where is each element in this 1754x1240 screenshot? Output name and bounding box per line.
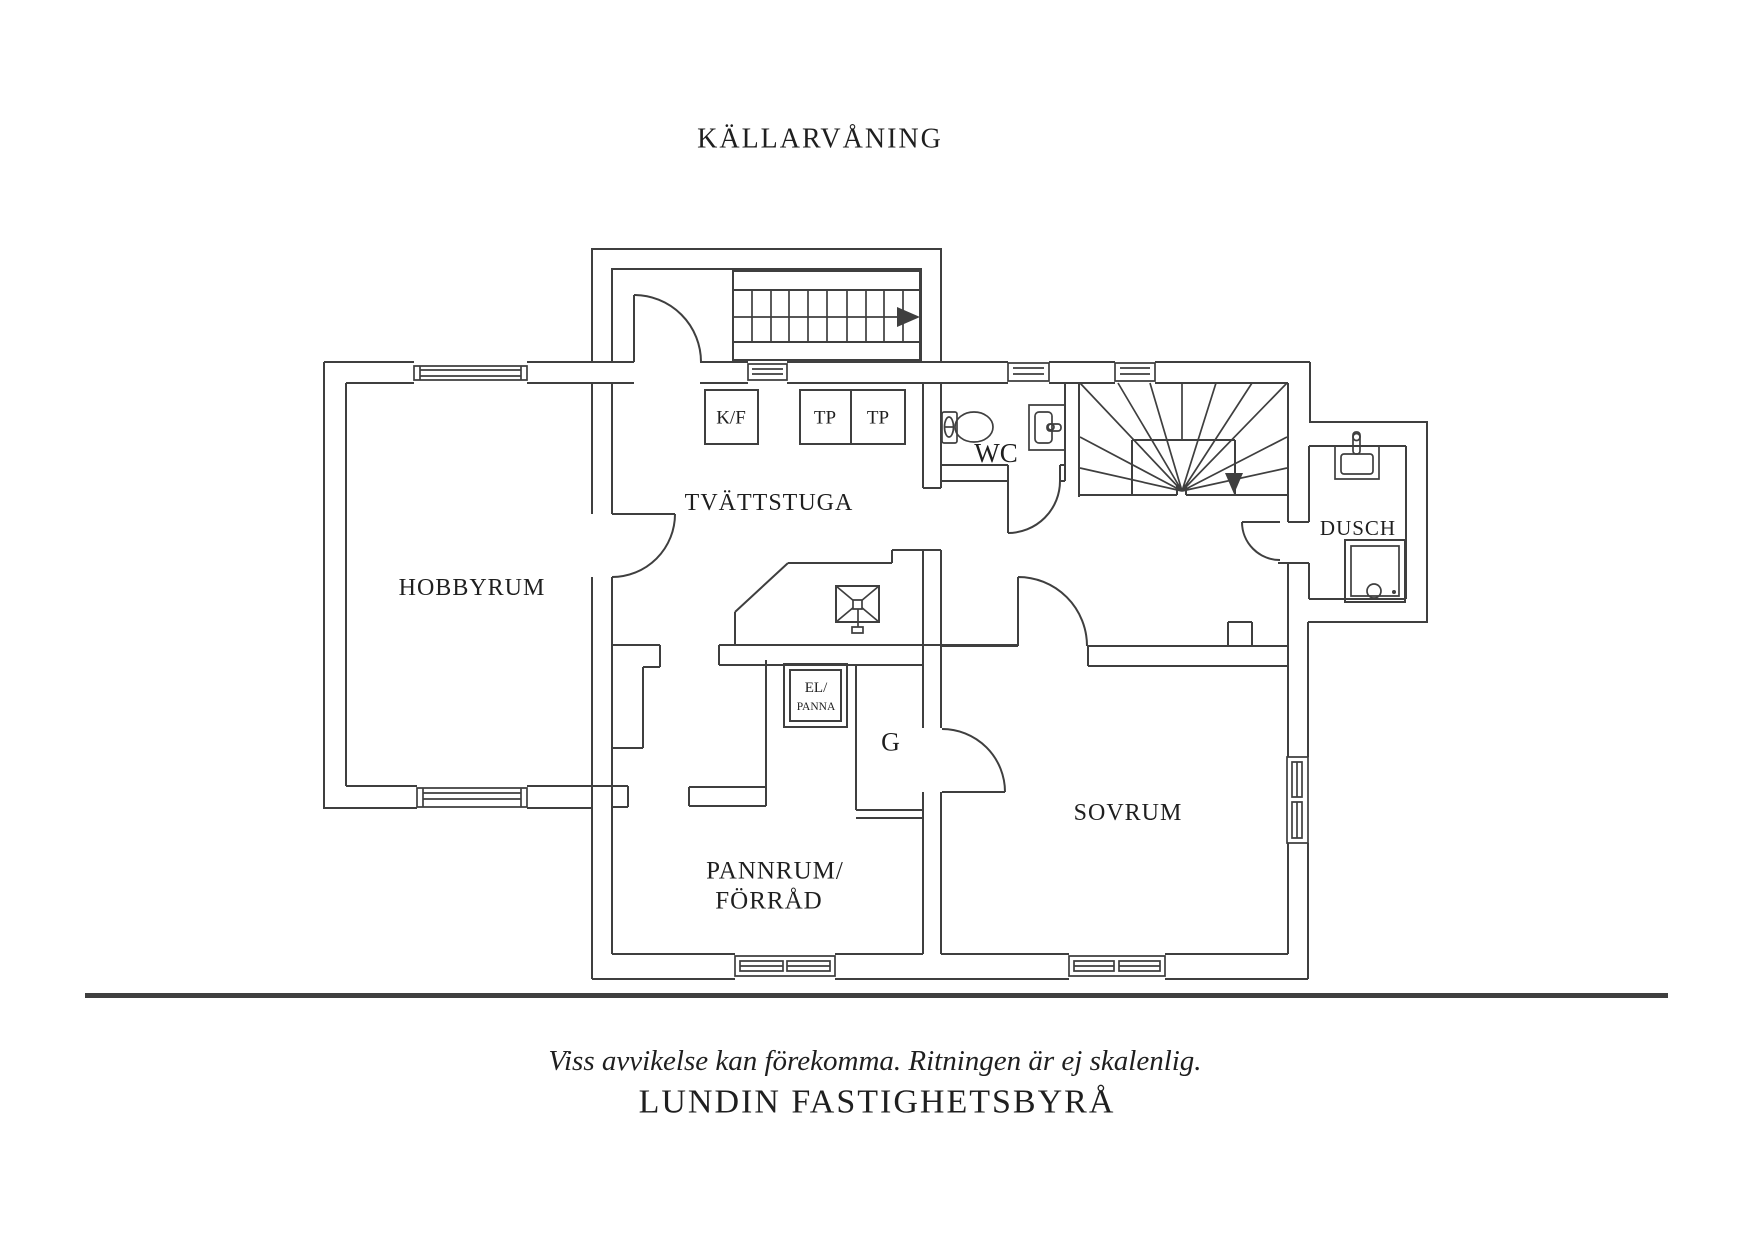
label-panna: PANNA	[797, 701, 836, 713]
window-hobby-bottom	[417, 788, 527, 807]
footer-brand: LUNDIN FASTIGHETSBYRÅ	[639, 1084, 1116, 1121]
window-bedroom-right	[1287, 757, 1308, 843]
wc-sink-icon	[1029, 405, 1065, 450]
hobbyroom-door	[612, 514, 675, 577]
window-bedroom-bottom	[1069, 956, 1165, 976]
window-boiler-bottom	[735, 956, 835, 976]
label-el: EL/	[805, 680, 828, 696]
bedroom-walls	[942, 622, 1288, 666]
winder-outline	[1079, 486, 1288, 495]
straight-staircase	[733, 271, 920, 360]
label-hobbyrum: HOBBYRUM	[399, 575, 546, 601]
winder-staircase	[1079, 383, 1288, 495]
dryer-box-right	[851, 390, 905, 444]
window-top-right-1	[1008, 363, 1049, 381]
stair-up-arrow-icon	[897, 307, 920, 327]
label-tvattstuga: TVÄTTSTUGA	[685, 490, 854, 516]
stairhall-door	[634, 295, 701, 362]
outer-walls	[324, 249, 1427, 979]
closet-walls	[784, 664, 923, 818]
fixtures	[705, 390, 1405, 633]
label-pannrum-line2: FÖRRÅD	[715, 888, 822, 915]
windows	[414, 363, 1308, 976]
bedroom-door	[1018, 577, 1087, 646]
window-stairhall	[748, 364, 787, 380]
shower-door	[1242, 522, 1280, 560]
window-hobby-top	[414, 366, 527, 380]
wc-hall-walls	[735, 383, 1079, 954]
footer: Viss avvikelse kan förekomma. Ritningen …	[85, 993, 1668, 1121]
inner-wall-path	[346, 269, 1288, 954]
footer-disclaimer: Viss avvikelse kan förekomma. Ritningen …	[548, 1045, 1201, 1077]
label-tp-right: TP	[867, 408, 889, 429]
wc-door	[1008, 481, 1060, 533]
outer-wall-path	[324, 249, 1427, 979]
label-sovrum: SOVRUM	[1074, 800, 1183, 826]
chimney-icon	[836, 586, 879, 633]
winder-treads	[1080, 383, 1287, 491]
label-kf: K/F	[716, 408, 746, 429]
window-top-right-2	[1115, 363, 1155, 381]
stair-down-arrow-icon	[1225, 473, 1243, 494]
label-tp-left: TP	[814, 408, 836, 429]
shower-tray-icon	[1345, 540, 1405, 602]
floor-title: KÄLLARVÅNING	[697, 124, 943, 155]
toilet-icon	[942, 412, 993, 443]
doors	[612, 295, 1280, 792]
label-garderob: G	[881, 728, 901, 757]
fridge-freezer-box	[705, 390, 758, 444]
footer-divider	[85, 993, 1668, 998]
label-wc: WC	[974, 438, 1018, 468]
label-pannrum-line1: PANNRUM/	[706, 858, 844, 885]
room-labels: HOBBYRUM TVÄTTSTUGA WC DUSCH SOVRUM PANN…	[399, 408, 1396, 915]
shower-sink-icon	[1335, 432, 1379, 479]
wardrobe-door	[942, 729, 1005, 792]
stair-treads	[752, 290, 903, 342]
label-dusch: DUSCH	[1320, 516, 1396, 540]
